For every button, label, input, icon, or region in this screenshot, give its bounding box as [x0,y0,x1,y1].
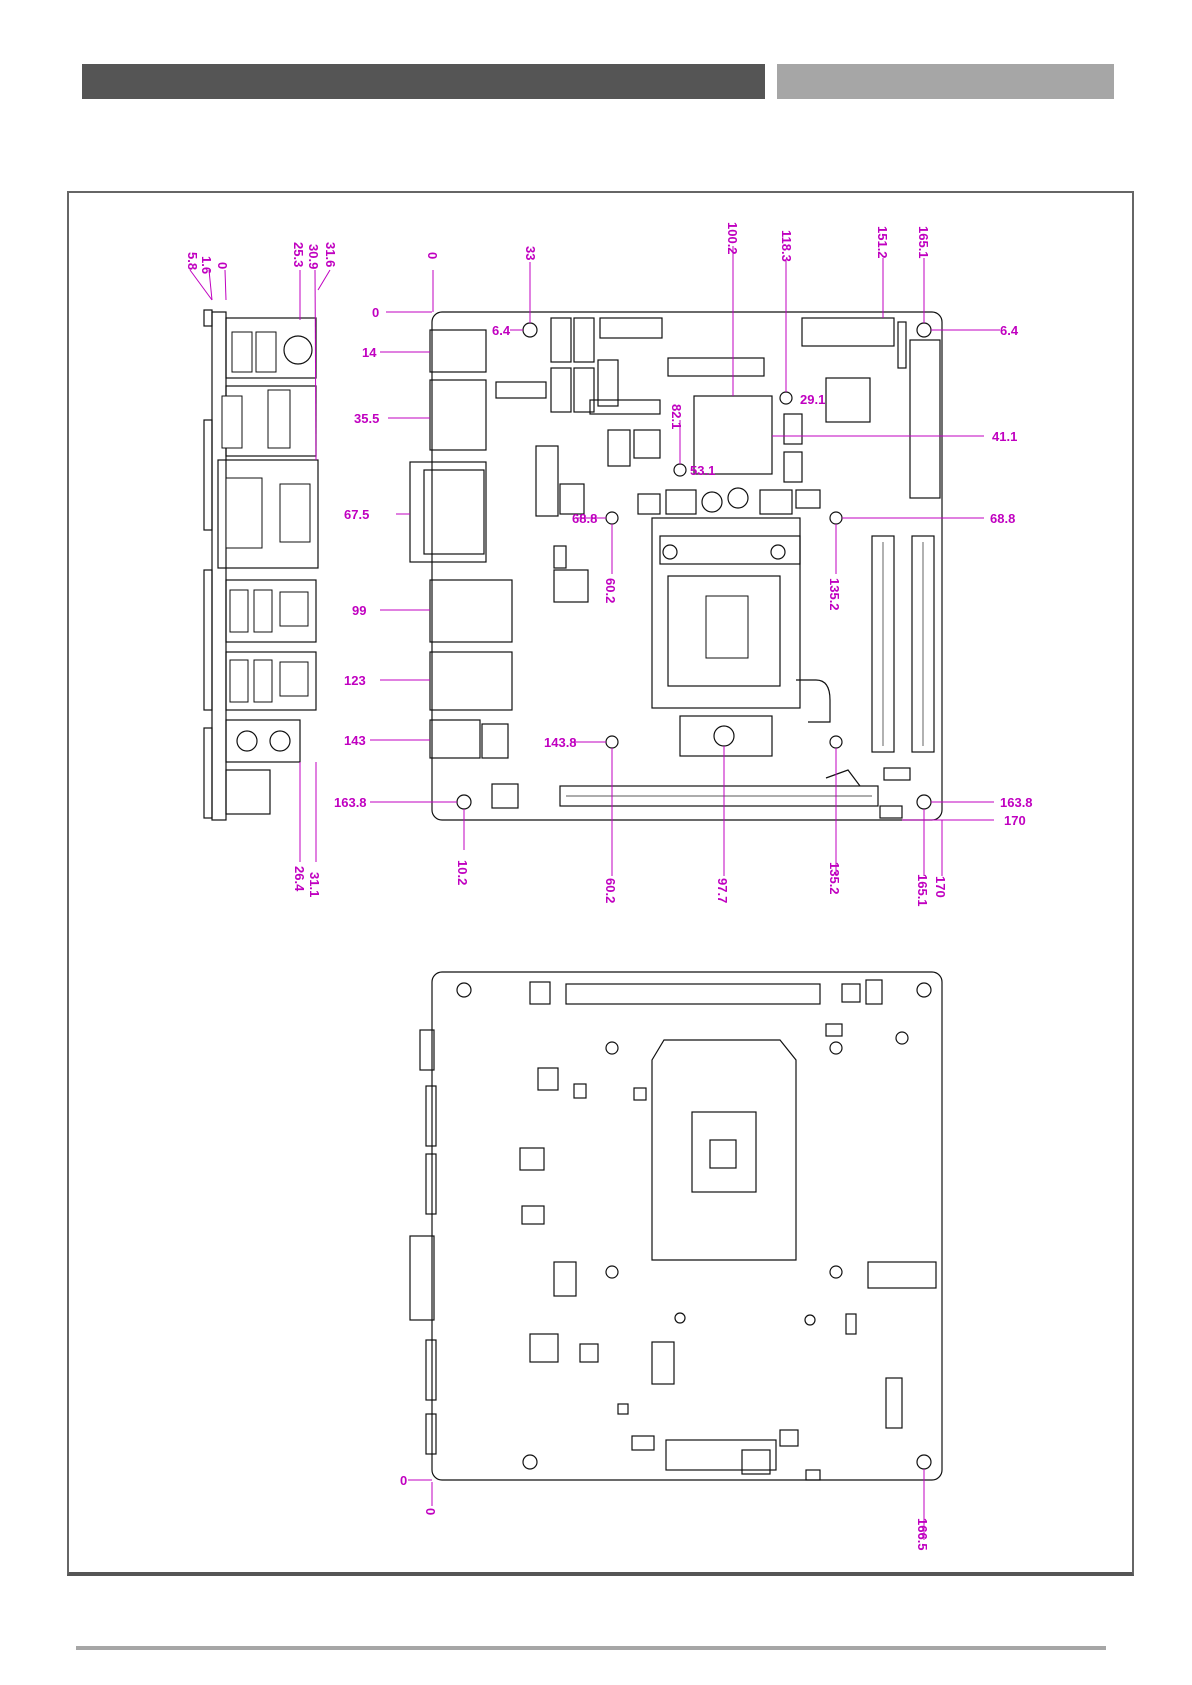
dim-label: 170 [933,876,948,898]
dim-label: 26.4 [292,866,307,892]
dim-label: 166.5 [915,1518,930,1551]
dim-label: 82.1 [669,404,684,429]
dim-label: 53.1 [690,463,715,478]
dim-label: 67.5 [344,507,369,522]
dim-label: 151.2 [875,226,890,259]
dim-label: 135.2 [827,578,842,611]
dim-label: 0 [372,305,379,320]
dim-label: 100.2 [725,222,740,255]
dim-label: 60.2 [603,578,618,603]
dim-label: 165.1 [915,874,930,907]
dim-label: 123 [344,673,366,688]
dim-label: 41.1 [992,429,1017,444]
dim-label: 6.4 [1000,323,1019,338]
dim-label: 5.8 [185,252,200,270]
dim-label: 97.7 [715,878,730,903]
dim-label: 31.1 [307,872,322,897]
dim-label: 29.1 [800,392,825,407]
dim-label: 99 [352,603,366,618]
dim-label: 163.8 [1000,795,1033,810]
side-view [204,310,318,820]
dim-label: 170 [1004,813,1026,828]
dim-label: 6.4 [492,323,511,338]
dim-label: 118.3 [779,230,794,262]
dim-label: 33 [523,246,538,260]
dim-label: 35.5 [354,411,379,426]
dim-label: 10.2 [455,860,470,885]
dim-label: 165.1 [916,226,931,259]
bottom-view-board [410,972,942,1480]
dim-label: 68.8 [572,511,597,526]
dim-label: 1.6 [199,256,214,274]
dim-label: 135.2 [827,862,842,895]
dim-label: 30.9 [306,244,321,269]
dim-label: 0 [425,252,440,259]
dim-label: 163.8 [334,795,367,810]
dim-label: 143 [344,733,366,748]
dim-label: 31.6 [323,242,338,267]
dim-label: 14 [362,345,377,360]
dim-label: 0 [400,1473,407,1488]
dim-label: 0 [423,1508,438,1515]
dim-label: 0 [215,262,230,269]
dim-label: 60.2 [603,878,618,903]
dim-label: 143.8 [544,735,577,750]
dim-label: 25.3 [291,242,306,267]
dim-label: 68.8 [990,511,1015,526]
top-view-board [410,312,942,820]
